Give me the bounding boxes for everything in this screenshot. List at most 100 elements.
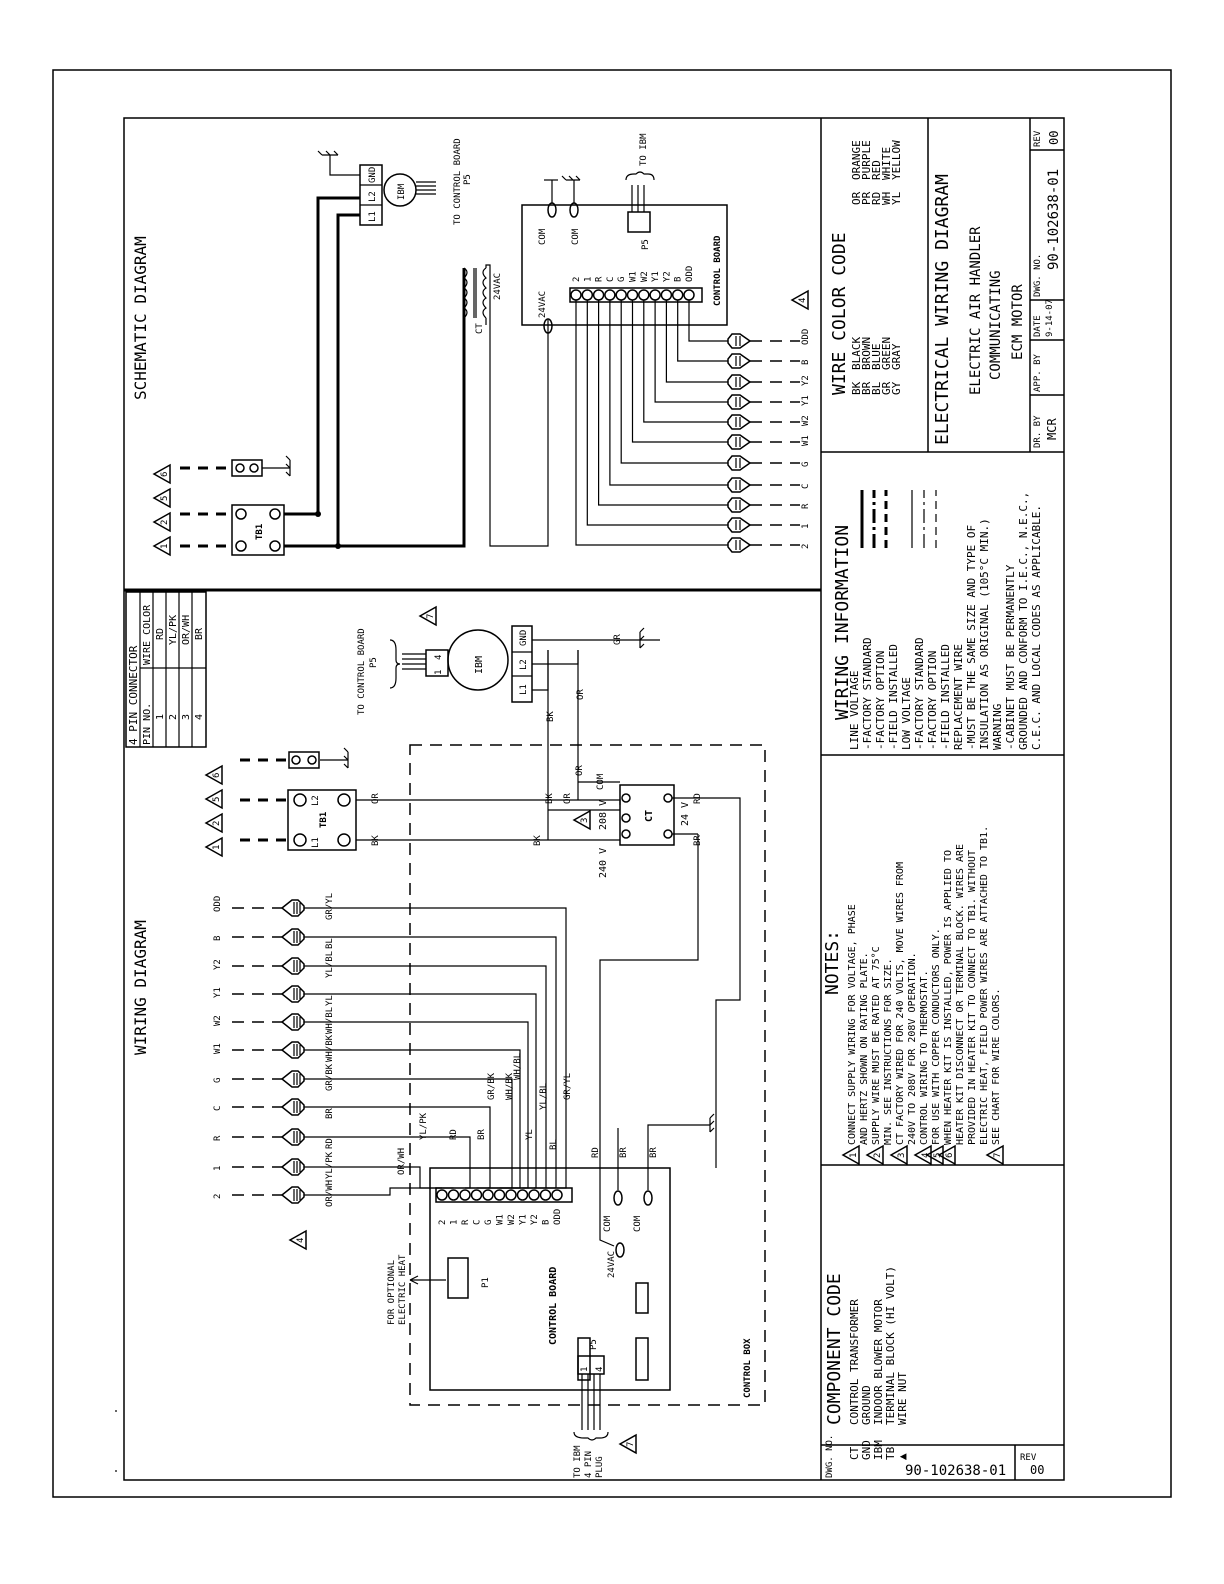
note-number: 1 [212,845,222,850]
wd-note-3: 3 [572,809,591,831]
color-abbr-BL: BL [870,381,883,395]
notes-marker: 3 [889,1144,908,1166]
sc-motor-l2: L2 [368,191,378,202]
app-by-label: APP. BY [1033,353,1043,392]
wire-label-or-4: OR [576,689,586,700]
sc-terminal-10: ODD [801,329,811,345]
wire-label-or: OR [371,793,381,804]
note-item: PROVIDED IN HEATER KIT TO CONNECT TO TB1… [967,850,978,1145]
note-number: 3 [580,818,590,823]
board-wire-label-10: GR/YL [563,1073,573,1100]
wire-color-0: OR/WH [325,1180,335,1207]
note-item: 240V TO 208V FOR 208V OPERATION. [907,952,918,1145]
sc-control-board-label: CONTROL BOARD [713,235,723,306]
wire-nut-icon [727,497,752,513]
note-number: 6 [160,472,170,477]
thermostat-terminal-9: B [213,936,223,941]
wire-color-2: RD [325,1138,335,1149]
sc-motor-gnd: GND [368,167,378,183]
title-block-title: ELECTRICAL WIRING DIAGRAM [932,174,953,445]
pin-row-1-pin: 1 [155,714,166,720]
sc-terminal-5: W1 [801,435,811,446]
note-number: 5 [212,797,222,802]
ibm-l1: L1 [519,684,529,695]
sc-terminal-8: Y2 [801,375,811,386]
color-abbr-OR: OR [850,191,863,205]
sc-note-5: 5 [152,487,171,509]
wire-nut-icon [727,537,752,553]
wire-nut-icon [727,414,752,430]
sc-24vac-label: 24VAC [493,273,503,300]
title-block-sub2: COMMUNICATING [988,270,1004,380]
wire-color-4: GR/BK [325,1063,335,1091]
sc-terminal-7: Y1 [801,395,811,406]
thermostat-terminal-4: G [213,1078,223,1083]
board-wire-label-9: BL [549,1139,559,1150]
ct-rd: RD [693,793,703,804]
pin-connector-header-color: WIRE COLOR [142,604,153,665]
sc-board-term-9: B [674,277,684,282]
thermostat-terminal-10: ODD [213,896,223,912]
wiring-info-item: REPLACEMENT WIRE [952,644,965,750]
board-terminal-9: B [542,1220,552,1225]
board-terminal-10: ODD [553,1209,563,1225]
note-item: SEE CHART FOR WIRE COLORS. [991,988,1002,1145]
component-code: TB [884,1446,897,1460]
color-name-YL: YELLOW [890,140,903,180]
bottom-dwg-value: 90-102638-01 [905,1463,1006,1479]
wire-nut-icon [280,1098,305,1116]
sc-note-1: 1 [152,535,171,557]
page-border [52,69,1172,1498]
wire-color-3: BR [325,1108,335,1119]
wire-color-9: BL [325,938,335,949]
wire-label-bk: BK [371,835,381,846]
sc-terminal-6: W2 [801,415,811,426]
color-abbr-GY: GY [890,381,903,395]
board-wire-label-6: WH/BL [513,1053,523,1080]
note-item: CT FACTORY WIRED FOR 240 VOLTS, MOVE WIR… [895,862,906,1145]
note-item: ELECTRIC HEAT, FIELD POWER WIRES ARE ATT… [979,826,990,1145]
control-board [429,1167,671,1391]
color-name-GY: GRAY [890,343,903,370]
wire-nut-icon [280,957,305,975]
wiring-info-item: INSULATION AS ORIGINAL (105°C MIN.) [978,518,991,750]
sc-board-term-8: Y2 [662,271,672,282]
thermostat-terminal-3: C [213,1106,223,1111]
wd-24vac: 24VAC [607,1251,617,1278]
ct-208v: 208 V [598,800,609,830]
sc-board-term-2: R [595,276,605,282]
color-name-BK: BLACK [850,337,863,370]
color-name-BR: BROWN [860,337,873,370]
wiring-info-item: -FACTORY STANDARD [861,637,874,750]
board-terminal-4: G [484,1220,494,1225]
color-name-WH: WHITE [880,147,893,180]
wiring-info-item: C.E.C. AND LOCAL CODES AS APPLICABLE. [1030,505,1043,750]
board-terminal-1: 1 [450,1220,460,1225]
tb1-terminal-block: TB1 L1 L2 [287,789,357,851]
title-block-sub1: ELECTRIC AIR HANDLER [968,226,984,395]
control-transformer [619,784,675,846]
color-name-OR: ORANGE [850,140,863,180]
sc-board-term-7: Y1 [651,271,661,282]
sc-board-term-6: W2 [640,271,650,282]
wd-note-5: 5 [204,788,223,810]
p1-label: P1 [481,1277,491,1288]
wiring-info-item: -FACTORY STANDARD [913,637,926,750]
note-number: 2 [873,1153,883,1158]
ibm-plug-4: 4 [434,655,444,660]
wire-nut-icon [727,333,752,349]
note-item: MIN. SEE INSTRUCTIONS FOR SIZE. [883,958,894,1145]
note-number: 4 [798,298,808,303]
wiring-info-title: WIRING INFORMATION [832,525,853,720]
wire-label-or-3: OR [575,765,585,776]
thermostat-terminal-2: R [213,1135,223,1141]
board-wire-label-1: YL/PK [419,1112,429,1140]
note-number: 3 [897,1153,907,1158]
schematic-tb-label: TB1 [255,524,265,540]
note-item: FOR USE WITH COPPER CONDUCTORS ONLY. [931,928,942,1145]
wire-color-7: YL [325,995,335,1006]
sc-ibm-label: IBM [397,183,407,200]
control-box-label: CONTROL BOX [743,1338,753,1398]
